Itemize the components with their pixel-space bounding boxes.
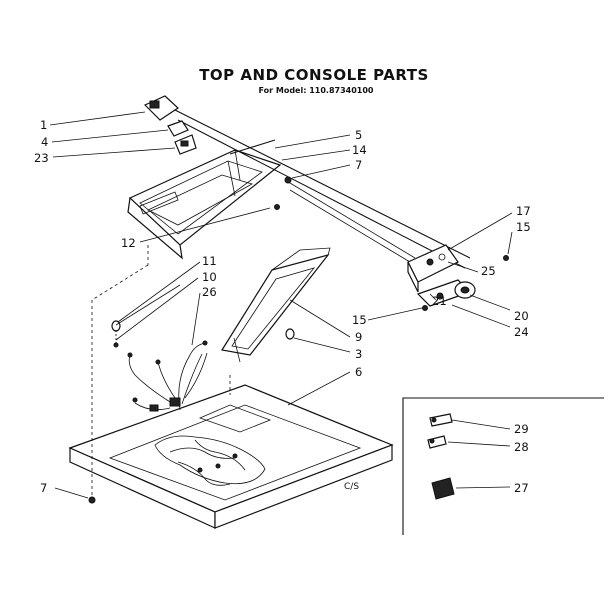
callout-23: 23: [34, 151, 49, 165]
callout-9: 9: [355, 330, 362, 344]
console-panel: [127, 139, 282, 260]
callout-11: 11: [202, 254, 217, 268]
callout-7-top: 7: [355, 158, 362, 172]
callout-labels: 1 4 23 5 14 7 12 11 10 26 17 15 25 21 20…: [34, 118, 531, 495]
callout-10: 10: [202, 270, 217, 284]
callout-21: 21: [432, 294, 447, 308]
right-bracket: [407, 244, 509, 307]
motor-switch-parts: [143, 95, 197, 155]
callout-4: 4: [41, 135, 48, 149]
callout-14: 14: [352, 143, 367, 157]
callout-15-right: 15: [516, 220, 531, 234]
wire-harness: [127, 340, 208, 412]
callout-1: 1: [40, 118, 47, 132]
alignment-lines: [91, 245, 231, 495]
top-panel: [68, 384, 394, 529]
callout-7-bottom: 7: [40, 481, 47, 495]
detail-box: [402, 397, 604, 535]
air-duct: [221, 247, 331, 363]
callout-3: 3: [355, 347, 362, 361]
callout-25: 25: [481, 264, 496, 278]
callout-26: 26: [202, 285, 217, 299]
callout-28: 28: [514, 440, 529, 454]
callout-27: 27: [514, 481, 529, 495]
callout-5: 5: [355, 128, 362, 142]
callout-15-left: 15: [352, 313, 367, 327]
callout-29: 29: [514, 422, 529, 436]
callout-20: 20: [514, 309, 529, 323]
callout-6: 6: [355, 365, 362, 379]
drawing-code: C/S: [344, 482, 359, 492]
callout-12: 12: [121, 236, 136, 250]
top-rail: [174, 109, 471, 269]
diagram-title: TOP AND CONSOLE PARTS: [199, 66, 429, 84]
callout-17: 17: [516, 204, 531, 218]
callout-24: 24: [514, 325, 529, 339]
model-subtitle: For Model: 110.87340100: [258, 86, 374, 95]
leader-lines: [49, 111, 513, 499]
